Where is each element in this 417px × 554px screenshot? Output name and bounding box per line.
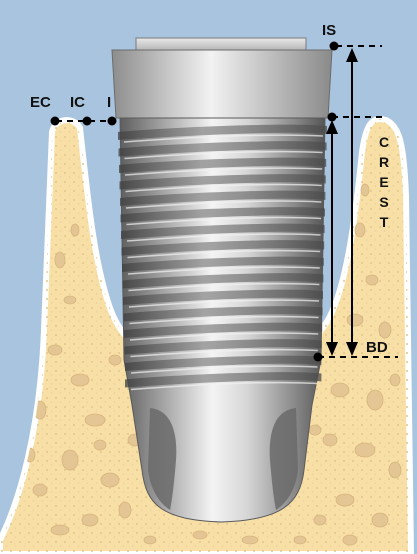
bone-void (109, 355, 121, 365)
bone-void (294, 536, 306, 544)
crest-marker (328, 113, 337, 122)
label-crest-r: R (379, 154, 389, 170)
bone-void (331, 383, 349, 397)
bone-void (355, 443, 375, 457)
label-crest: C R E S T (379, 134, 389, 230)
implant-collar (112, 50, 332, 118)
dental-implant (112, 38, 332, 522)
label-crest-s: S (379, 194, 388, 210)
label-is: IS (322, 22, 336, 39)
label-i: I (107, 94, 111, 111)
bone-void (343, 535, 357, 545)
bone-void (64, 296, 76, 304)
label-bd: BD (366, 339, 388, 356)
bone-void (193, 531, 207, 539)
bone-void (389, 462, 401, 478)
bone-void (144, 536, 156, 544)
label-crest-e: E (379, 174, 388, 190)
ec-marker (51, 117, 60, 126)
bone-void (379, 322, 391, 338)
label-crest-t: T (380, 214, 389, 230)
bone-void (55, 252, 65, 268)
is-marker (330, 42, 339, 51)
bone-void (71, 224, 79, 236)
bone-void (101, 473, 119, 487)
bone-void (314, 515, 326, 525)
bone-void (347, 314, 363, 326)
bone-void (355, 223, 365, 237)
bone-void (366, 275, 378, 285)
bone-void (85, 414, 105, 426)
label-ic: IC (70, 94, 85, 111)
bone-void (71, 374, 89, 386)
bone-void (390, 374, 400, 386)
bone-void (51, 525, 69, 535)
bone-void (361, 184, 369, 196)
ic-marker (83, 117, 92, 126)
bone-void (33, 484, 47, 496)
bone-void (119, 502, 131, 518)
i-marker (108, 117, 117, 126)
label-ec: EC (30, 94, 51, 111)
bone-void (336, 494, 354, 506)
bone-void (323, 434, 337, 446)
label-crest-c: C (379, 134, 389, 150)
bone-void (367, 390, 383, 410)
bone-void (372, 513, 388, 527)
bone-void (48, 345, 62, 355)
bone-void (82, 514, 98, 526)
bd-marker (314, 353, 323, 362)
implant-platform (136, 38, 306, 50)
bone-void (62, 450, 78, 470)
bone-void (309, 425, 321, 435)
bone-void (94, 440, 106, 450)
bone-void (242, 536, 258, 544)
